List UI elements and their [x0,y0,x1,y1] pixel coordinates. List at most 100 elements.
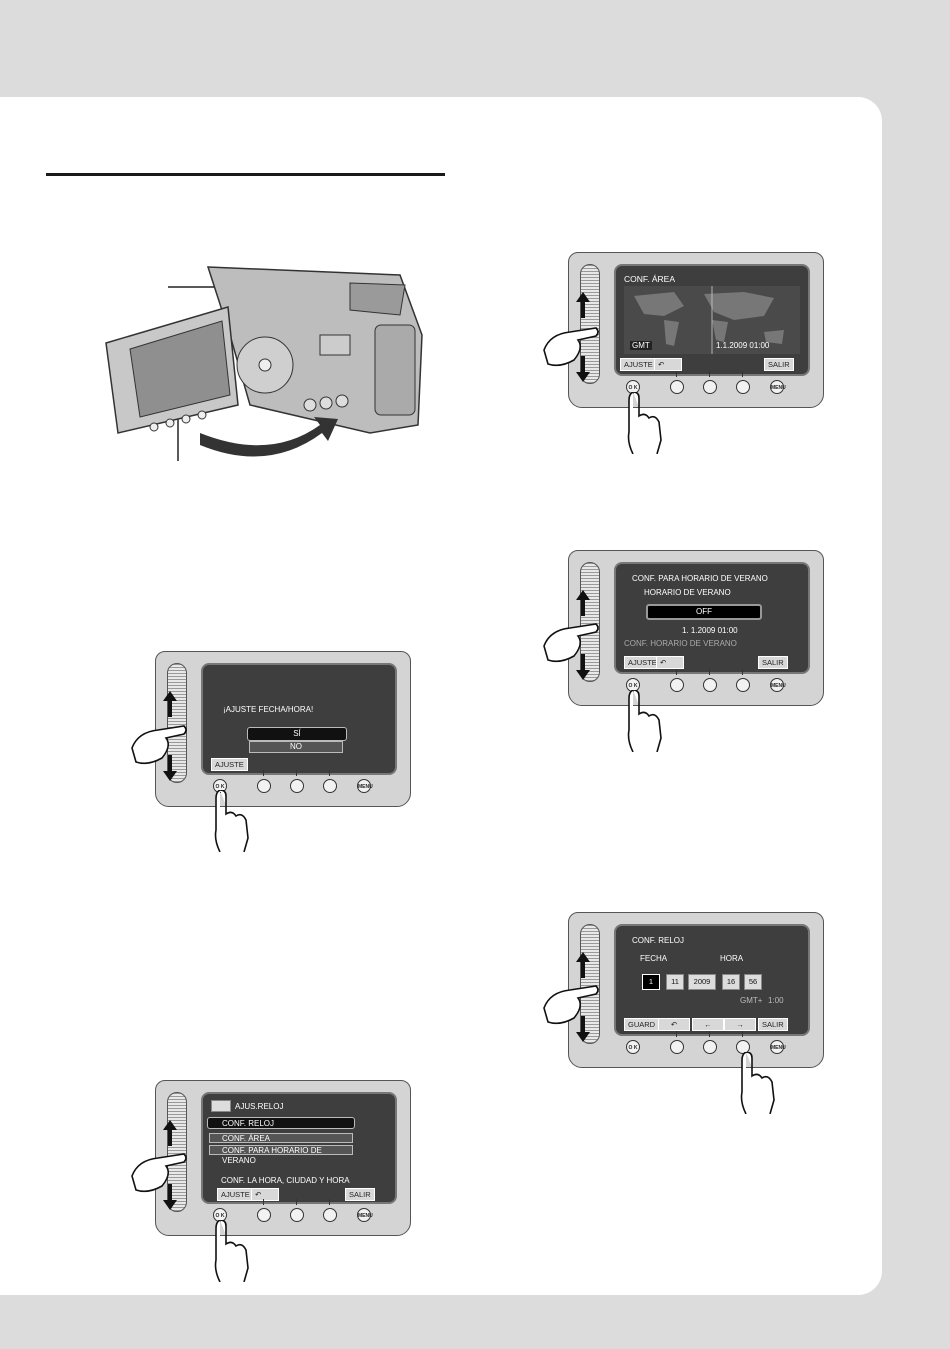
lcd-screen: CONF. ÁREA GMT 1.1.2009 01:00 AJUSTE ↶ S… [614,264,810,376]
arrow-down-icon [576,1016,590,1042]
lcd-button-4[interactable] [736,1031,750,1054]
arrow-up-icon [576,952,590,978]
lcd-button-3[interactable] [703,1031,717,1054]
arrow-left-icon[interactable]: ← [692,1018,724,1031]
camcorder-illustration [105,266,423,461]
hand-pointing-icon [543,985,599,1025]
clock-setting-icon [211,1100,231,1112]
back-icon[interactable]: ↶ [654,358,682,371]
menu-item-clock[interactable]: CONF. RELOJ [207,1117,355,1129]
touch-sensor-strip[interactable] [580,264,600,384]
arrow-down-icon [163,755,177,781]
hint-text: CONF. HORARIO DE VERANO [624,639,737,648]
day-field[interactable]: 1 [642,974,660,990]
screen-title: CONF. RELOJ [632,936,685,945]
lcd-button-2[interactable] [257,1199,271,1222]
lcd-screen: AJUS.RELOJ CONF. RELOJ CONF. ÁREA CONF. … [201,1092,397,1204]
lcd-screen: CONF. PARA HORARIO DE VERANO HORARIO DE … [614,562,810,674]
menu-item-area[interactable]: CONF. ÁREA [209,1133,353,1143]
back-icon[interactable]: ↶ [251,1188,279,1201]
gmt-value: 1:00 [768,996,784,1005]
minute-field[interactable]: 56 [744,974,762,990]
hand-pressing-icon [627,690,662,752]
lcd-button-3[interactable] [290,1199,304,1222]
hand-pointing-icon [543,623,599,663]
menu-button[interactable]: MENU [357,1208,373,1222]
arrow-down-icon [576,654,590,680]
hand-pressing-icon [214,790,249,852]
datetime: 1. 1.2009 01:00 [682,626,738,635]
world-map [624,286,800,354]
lcd-button-3[interactable] [703,669,717,692]
exit-button[interactable]: SALIR [764,358,794,371]
touch-sensor-strip[interactable] [580,562,600,682]
panel-fecha-hora: ¡AJUSTE FECHA/HORA! SÍ NO AJUSTE O K MEN… [155,651,411,807]
gmt-label: GMT+ [740,996,763,1005]
lcd-screen: ¡AJUSTE FECHA/HORA! SÍ NO AJUSTE [201,663,397,775]
hour-field[interactable]: 16 [722,974,740,990]
save-button[interactable]: GUARD [624,1018,660,1031]
touch-sensor-strip[interactable] [167,1092,187,1212]
screen-subtitle: HORARIO DE VERANO [644,588,731,597]
arrow-down-icon [163,1184,177,1210]
lcd-button-3[interactable] [290,770,304,793]
dst-value[interactable]: OFF [646,604,762,620]
arrow-up-icon [163,691,177,717]
panel-conf-area: CONF. ÁREA GMT 1.1.2009 01:00 AJUSTE ↶ S… [568,252,824,408]
touch-sensor-strip[interactable] [167,663,187,783]
menu-button[interactable]: MENU [770,678,786,692]
option-yes[interactable]: SÍ [247,727,347,741]
date-label: FECHA [640,954,668,963]
arrow-up-icon [576,590,590,616]
panel-conf-reloj: CONF. RELOJ FECHA HORA 1 11 2009 16 56 G… [568,912,824,1068]
back-icon[interactable]: ↶ [656,656,684,669]
hand-pointing-icon [543,327,599,367]
year-field[interactable]: 2009 [688,974,716,990]
lcd-button-4[interactable] [736,371,750,394]
set-button[interactable]: AJUSTE [211,758,248,771]
touch-sensor-strip[interactable] [580,924,600,1044]
lcd-button-4[interactable] [323,770,337,793]
exit-button[interactable]: SALIR [758,656,788,669]
screen-title: CONF. PARA HORARIO DE VERANO [632,574,768,583]
option-no[interactable]: NO [249,741,343,753]
ok-button[interactable]: O K [626,380,640,394]
arrow-down-icon [576,356,590,382]
message-text: ¡AJUSTE FECHA/HORA! [223,705,314,714]
exit-button[interactable]: SALIR [345,1188,375,1201]
lcd-button-2[interactable] [257,770,271,793]
arrow-right-icon[interactable]: → [724,1018,756,1031]
month-field[interactable]: 11 [666,974,684,990]
hand-pointing-icon [131,1153,187,1193]
time-label: HORA [720,954,744,963]
menu-button[interactable]: MENU [357,779,373,793]
ok-button[interactable]: O K [626,1040,640,1054]
gmt-label: GMT [630,341,652,350]
lcd-button-4[interactable] [323,1199,337,1222]
hint-text: CONF. LA HORA, CIUDAD Y HORA [221,1176,350,1185]
menu-item-dst[interactable]: CONF. PARA HORARIO DE VERANO [209,1145,353,1165]
lcd-button-3[interactable] [703,371,717,394]
lcd-button-4[interactable] [736,669,750,692]
arrow-up-icon [163,1120,177,1146]
panel-ajus-reloj: AJUS.RELOJ CONF. RELOJ CONF. ÁREA CONF. … [155,1080,411,1236]
back-icon[interactable]: ↶ [658,1018,690,1031]
lcd-button-2[interactable] [670,371,684,394]
hand-pressing-icon [627,392,662,454]
panel-horario-verano: CONF. PARA HORARIO DE VERANO HORARIO DE … [568,550,824,706]
hand-pressing-icon [740,1052,775,1114]
lcd-button-2[interactable] [670,669,684,692]
exit-button[interactable]: SALIR [758,1018,788,1031]
menu-title: AJUS.RELOJ [235,1102,284,1111]
lcd-button-2[interactable] [670,1031,684,1054]
screen-title: CONF. ÁREA [624,274,676,284]
lcd-screen: CONF. RELOJ FECHA HORA 1 11 2009 16 56 G… [614,924,810,1036]
section-rule [46,173,445,176]
menu-button[interactable]: MENU [770,1040,786,1054]
hand-pressing-icon [214,1220,249,1282]
set-button[interactable]: AJUSTE [620,358,657,371]
menu-button[interactable]: MENU [770,380,786,394]
arrow-up-icon [576,292,590,318]
set-button[interactable]: AJUSTE [217,1188,254,1201]
datetime: 1.1.2009 01:00 [716,341,770,350]
